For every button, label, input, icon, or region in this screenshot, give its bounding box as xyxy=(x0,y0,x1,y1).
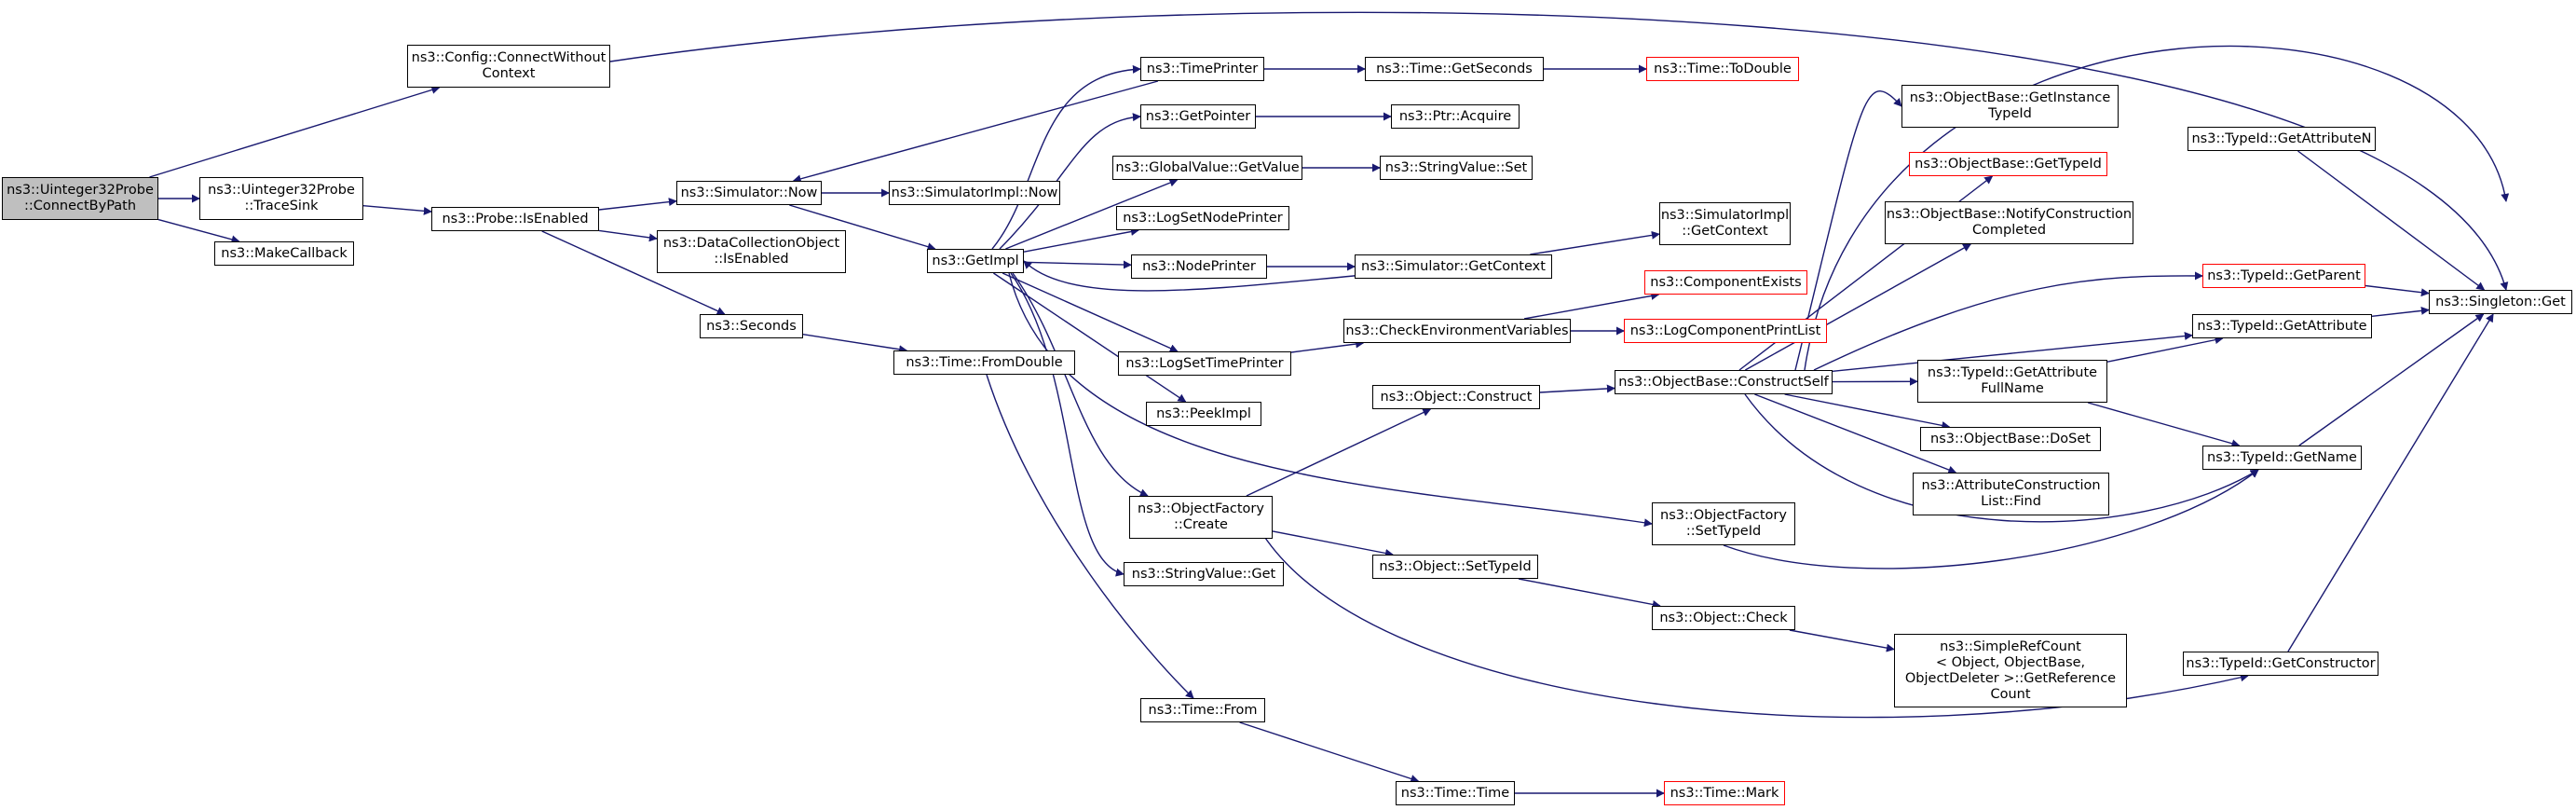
edge-tidgn-to-single xyxy=(2298,313,2485,446)
node-trace[interactable]: ns3::Uinteger32Probe ::TraceSink xyxy=(199,177,363,220)
node-tidgn[interactable]: ns3::TypeId::GetName xyxy=(2202,446,2362,470)
node-ttime[interactable]: ns3::Time::Time xyxy=(1396,781,1515,805)
node-ofcreate[interactable]: ns3::ObjectFactory ::Create xyxy=(1129,496,1273,539)
edge-obcs-to-tidgn xyxy=(1744,393,2259,523)
node-obcs[interactable]: ns3::ObjectBase::ConstructSelf xyxy=(1615,370,1833,394)
edge-obcs-to-obdoset xyxy=(1784,393,1951,430)
edge-getimpl-to-gvget xyxy=(1005,178,1179,250)
node-getimpl[interactable]: ns3::GetImpl xyxy=(927,249,1024,273)
edge-getimpl-to-peek xyxy=(993,272,1187,403)
node-svget[interactable]: ns3::StringValue::Get xyxy=(1124,562,1284,586)
node-single[interactable]: ns3::Singleton::Get xyxy=(2429,290,2572,314)
node-peek[interactable]: ns3::PeekImpl xyxy=(1146,402,1261,426)
node-obnc[interactable]: ns3::ObjectBase::NotifyConstruction Comp… xyxy=(1885,201,2133,244)
edge-ofcreate-to-objcon xyxy=(1246,408,1432,497)
node-obgit[interactable]: ns3::ObjectBase::GetInstance TypeId xyxy=(1901,85,2119,128)
node-objcon[interactable]: ns3::Object::Construct xyxy=(1372,385,1540,409)
node-logtp[interactable]: ns3::LogSetTimePrinter xyxy=(1118,351,1291,376)
node-src[interactable]: ns3::SimpleRefCount < Object, ObjectBase… xyxy=(1894,634,2127,707)
edge-objcheck-to-src xyxy=(1789,629,1895,652)
edge-ofcreate-to-objstid xyxy=(1272,530,1394,557)
edge-probe-to-simnow xyxy=(598,198,677,211)
edge-obcs-to-tidga xyxy=(1832,332,2193,372)
node-simictx[interactable]: ns3::SimulatorImpl ::GetContext xyxy=(1659,202,1791,245)
edge-tfrom-to-ttime xyxy=(1239,721,1420,783)
node-ofstid[interactable]: ns3::ObjectFactory ::SetTypeId xyxy=(1652,502,1795,545)
node-svset[interactable]: ns3::StringValue::Set xyxy=(1380,156,1533,180)
node-root: ns3::Uinteger32Probe ::ConnectByPath xyxy=(2,177,158,220)
node-mkcb[interactable]: ns3::MakeCallback xyxy=(214,241,354,266)
edge-simctx-to-getimpl xyxy=(1023,260,1365,292)
node-tidgafn[interactable]: ns3::TypeId::GetAttribute FullName xyxy=(1917,360,2107,403)
edge-ofstid-to-tidgn xyxy=(1723,469,2259,570)
node-tfrom[interactable]: ns3::Time::From xyxy=(1140,698,1265,722)
node-nprinter[interactable]: ns3::NodePrinter xyxy=(1131,254,1267,279)
edge-getimpl-to-lognp xyxy=(1023,227,1139,253)
edge-getimpl-to-ofstid xyxy=(1008,272,1653,528)
node-getsec[interactable]: ns3::Time::GetSeconds xyxy=(1365,57,1544,81)
node-objstid[interactable]: ns3::Object::SetTypeId xyxy=(1372,555,1538,579)
edge-getimpl-to-getptr xyxy=(999,113,1141,250)
edge-tidgafn-to-tidga xyxy=(2106,336,2224,363)
node-acl[interactable]: ns3::AttributeConstruction List::Find xyxy=(1913,473,2109,515)
node-obgtid[interactable]: ns3::ObjectBase::GetTypeId xyxy=(1909,152,2107,176)
node-probe[interactable]: ns3::Probe::IsEnabled xyxy=(431,207,599,231)
edge-root-to-cfg xyxy=(149,86,441,178)
node-logcpl[interactable]: ns3::LogComponentPrintList xyxy=(1624,319,1827,343)
node-todbl[interactable]: ns3::Time::ToDouble xyxy=(1646,57,1799,81)
edge-tidgp-to-single xyxy=(2365,284,2430,297)
edge-obcs-to-tidgan xyxy=(1804,45,2510,371)
node-cev[interactable]: ns3::CheckEnvironmentVariables xyxy=(1343,319,1571,343)
node-seconds[interactable]: ns3::Seconds xyxy=(700,314,803,338)
node-tidgp[interactable]: ns3::TypeId::GetParent xyxy=(2202,264,2365,288)
node-tmark[interactable]: ns3::Time::Mark xyxy=(1664,781,1785,805)
edge-trace-to-probe xyxy=(362,205,432,215)
node-tprinter[interactable]: ns3::TimePrinter xyxy=(1140,57,1264,81)
edge-seconds-to-fromdbl xyxy=(802,334,908,354)
edge-getimpl-to-svget xyxy=(1010,272,1124,577)
edge-obcs-to-acl xyxy=(1754,393,1957,474)
edge-logtp-to-cev xyxy=(1290,339,1365,353)
edge-cfg-to-single xyxy=(609,11,2509,291)
node-dco[interactable]: ns3::DataCollectionObject ::IsEnabled xyxy=(657,230,846,273)
edge-simctx-to-simictx xyxy=(1530,230,1660,255)
edge-objcon-to-obcs xyxy=(1539,384,1615,393)
edge-probe-to-seconds xyxy=(541,230,726,315)
node-objcheck[interactable]: ns3::Object::Check xyxy=(1652,606,1795,630)
edge-simnow-to-getimpl xyxy=(789,204,936,251)
node-simnow[interactable]: ns3::Simulator::Now xyxy=(676,181,822,205)
node-cfg[interactable]: ns3::Config::ConnectWithout Context xyxy=(407,45,610,88)
edge-tprinter-to-simnow xyxy=(792,80,1159,184)
node-fromdbl[interactable]: ns3::Time::FromDouble xyxy=(893,350,1075,375)
edge-tidga-to-single xyxy=(2371,306,2430,317)
edge-obcs-to-tidgp xyxy=(1813,271,2203,371)
node-lognp[interactable]: ns3::LogSetNodePrinter xyxy=(1116,206,1289,230)
node-gvget[interactable]: ns3::GlobalValue::GetValue xyxy=(1112,156,1302,180)
edge-objstid-to-objcheck xyxy=(1518,578,1661,609)
node-tidga[interactable]: ns3::TypeId::GetAttribute xyxy=(2192,314,2372,338)
edge-obcs-to-obnc xyxy=(1744,243,1972,371)
node-simctx[interactable]: ns3::Simulator::GetContext xyxy=(1355,254,1552,279)
edge-root-to-mkcb xyxy=(157,218,240,244)
edge-tidgc-to-single xyxy=(2287,313,2494,652)
edge-tidgafn-to-tidgn xyxy=(2088,402,2241,448)
node-tidgc[interactable]: ns3::TypeId::GetConstructor xyxy=(2183,652,2378,676)
node-tidgan[interactable]: ns3::TypeId::GetAttributeN xyxy=(2188,127,2376,151)
node-obdoset[interactable]: ns3::ObjectBase::DoSet xyxy=(1920,427,2101,451)
edge-tidgan-to-single xyxy=(2297,150,2486,291)
edge-getimpl-to-nprinter xyxy=(1023,260,1132,269)
edge-probe-to-dco xyxy=(598,229,658,242)
edge-getimpl-to-tprinter xyxy=(991,64,1141,250)
edge-obcs-to-obgit xyxy=(1794,90,1902,371)
node-siminow[interactable]: ns3::SimulatorImpl::Now xyxy=(889,181,1060,205)
edge-getimpl-to-logtp xyxy=(1002,272,1179,352)
edge-cev-to-compex xyxy=(1523,292,1660,320)
node-acquire[interactable]: ns3::Ptr::Acquire xyxy=(1391,104,1520,129)
node-compex[interactable]: ns3::ComponentExists xyxy=(1644,270,1807,295)
node-getptr[interactable]: ns3::GetPointer xyxy=(1140,104,1256,129)
edge-fromdbl-to-tfrom xyxy=(986,374,1194,699)
edge-getimpl-to-ofcreate xyxy=(1012,272,1149,497)
